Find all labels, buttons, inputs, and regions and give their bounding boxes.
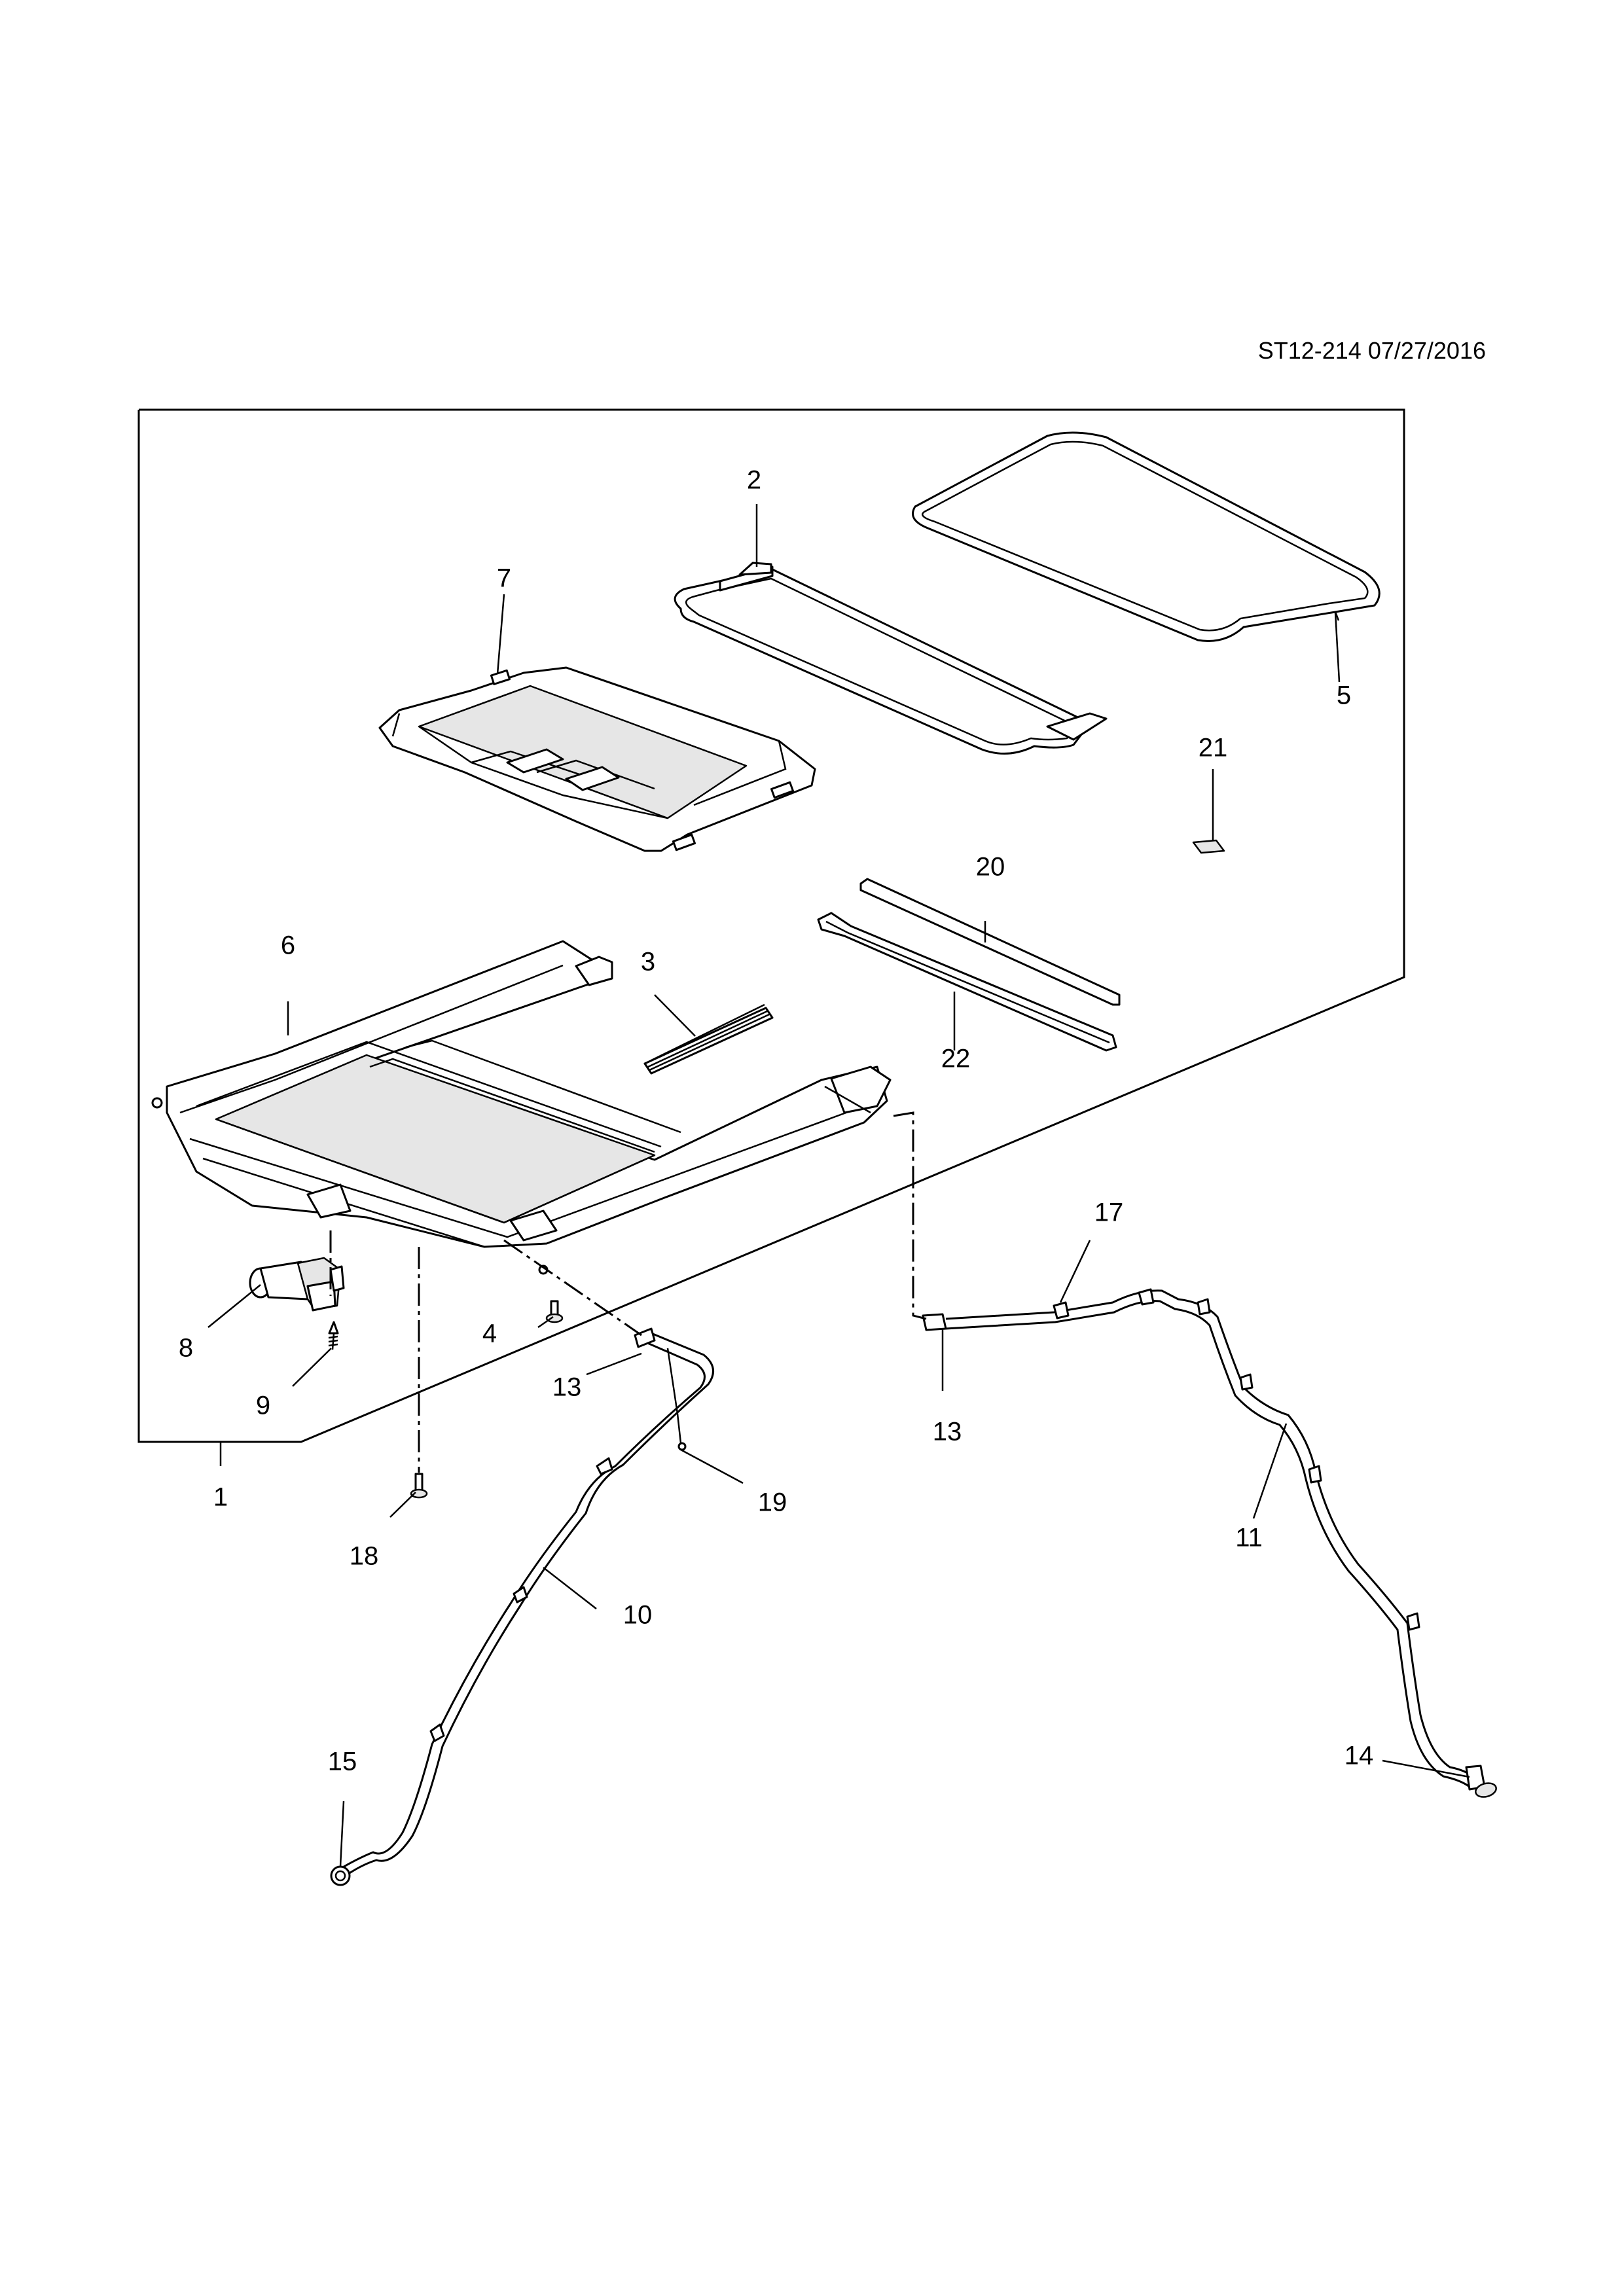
drain-hose-right-part: [922, 1288, 1497, 1798]
frame-part: [151, 940, 892, 1275]
callout-3: 3: [641, 948, 655, 977]
callout-7: 7: [497, 564, 511, 593]
deflector-part: [643, 1003, 774, 1075]
callout-9: 9: [256, 1391, 270, 1420]
callout-18: 18: [350, 1542, 379, 1571]
callout-17: 17: [1094, 1198, 1124, 1227]
strip-20-part: [859, 878, 1121, 1006]
strip-22-part: [817, 912, 1117, 1052]
callout-2: 2: [747, 466, 761, 495]
callout-5: 5: [1337, 681, 1351, 710]
callout-15: 15: [328, 1748, 357, 1776]
glass-panel-part: [912, 431, 1380, 642]
callout-4: 4: [482, 1319, 497, 1348]
seal-part: [674, 562, 1108, 755]
callout-14: 14: [1344, 1742, 1374, 1770]
callouts: 1 2 3 4 5 6 7 8 9 10 11 13 13 14 15 17 1…: [179, 466, 1373, 1776]
callout-19: 19: [758, 1488, 787, 1517]
screw-18-part: [410, 1473, 428, 1499]
callout-13-left: 13: [552, 1373, 582, 1402]
sunshade-part: [378, 666, 816, 852]
callout-6: 6: [281, 931, 295, 960]
callout-22: 22: [941, 1045, 971, 1073]
callout-20: 20: [976, 853, 1005, 882]
callout-10: 10: [623, 1601, 653, 1630]
screw-4-part: [545, 1300, 564, 1323]
callout-21: 21: [1199, 734, 1228, 762]
screw-9-part: [328, 1321, 339, 1350]
motor-part: [249, 1257, 345, 1312]
assembly-boundary: [137, 408, 1405, 1443]
assembly-guide-lines: [329, 1111, 927, 1473]
callout-13-right: 13: [933, 1418, 962, 1446]
reference-code: ST12-214 07/27/2016: [1258, 337, 1486, 364]
callout-11: 11: [1235, 1524, 1263, 1552]
callout-1: 1: [213, 1483, 228, 1512]
pad-part: [1192, 839, 1225, 854]
leader-lines: [208, 504, 1470, 1867]
drain-hose-left-part: [330, 1327, 714, 1886]
callout-8: 8: [179, 1334, 193, 1363]
